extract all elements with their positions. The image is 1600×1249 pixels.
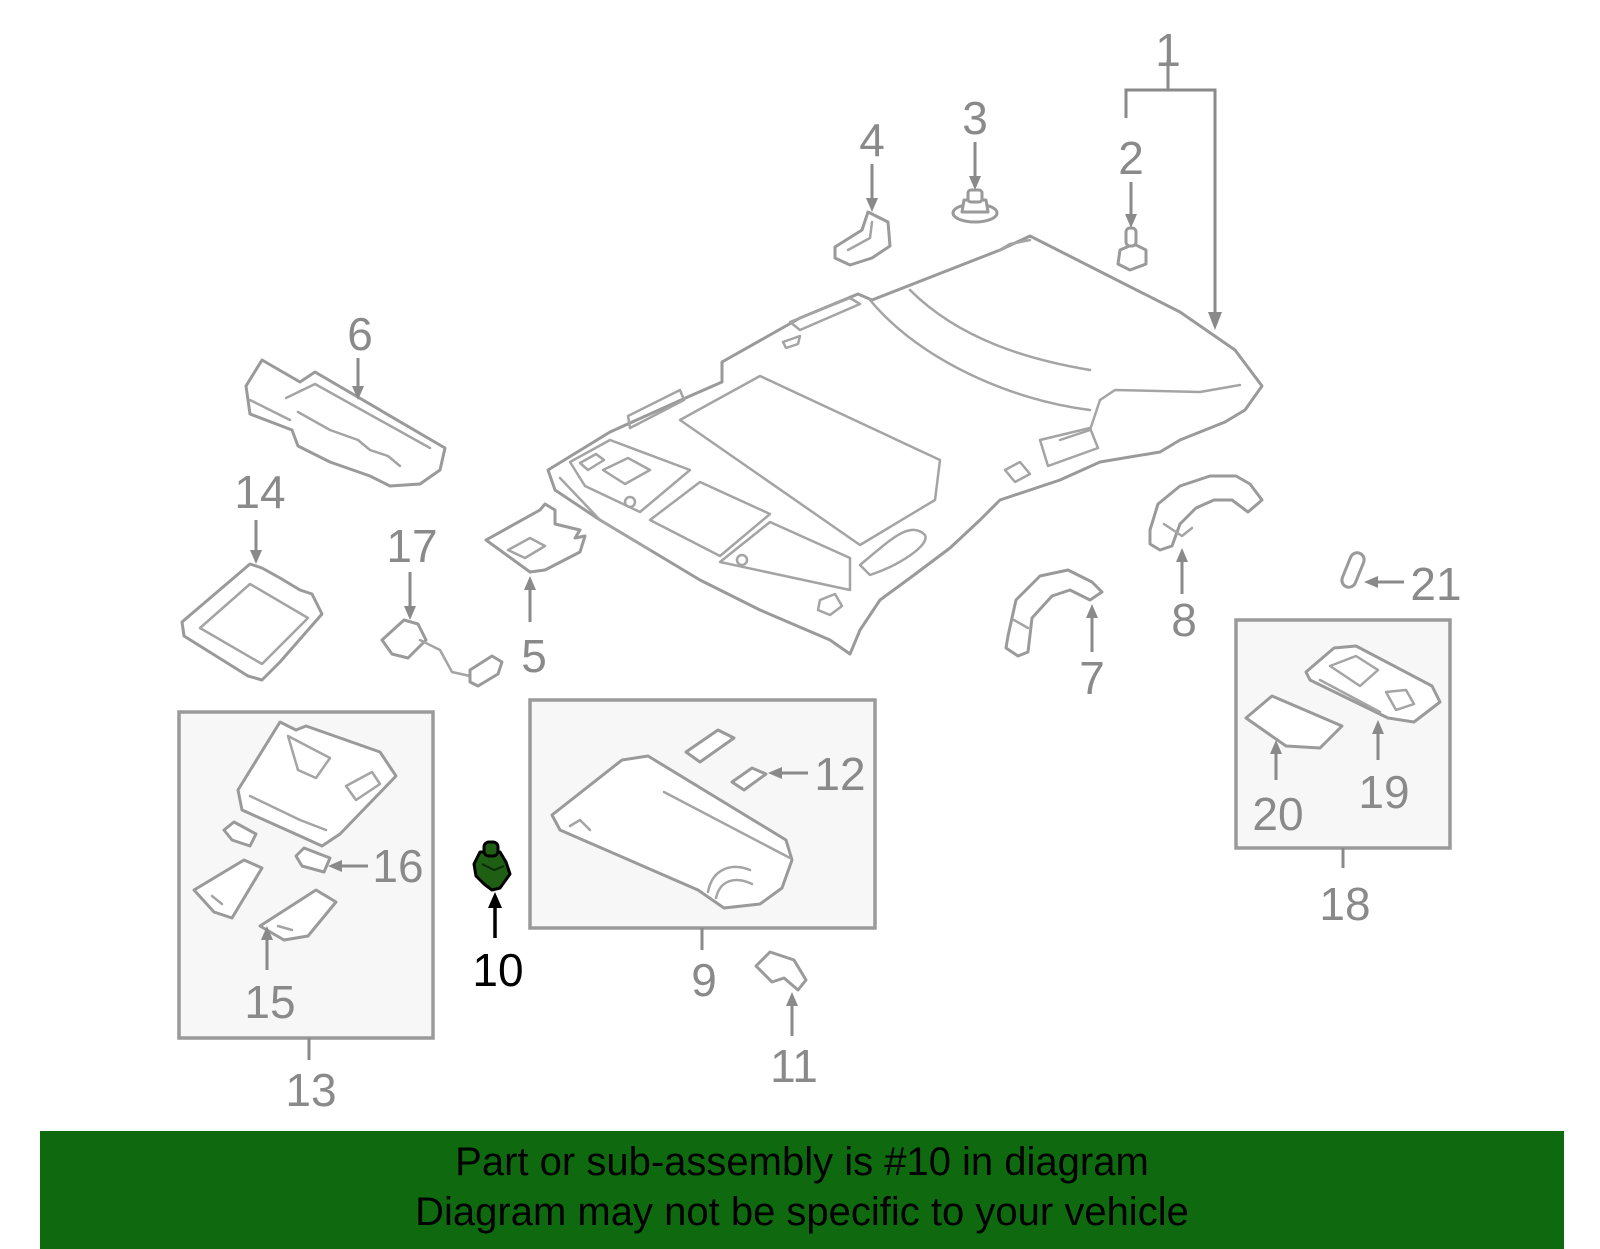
callout-21: 21 (1410, 558, 1461, 610)
part-7-handle[interactable] (1004, 568, 1104, 658)
part-13-map-lamp[interactable] (236, 720, 398, 848)
callout-12: 12 (814, 748, 865, 800)
leader-2 (1125, 182, 1137, 228)
leader-12 (768, 767, 808, 779)
callout-9: 9 (691, 954, 717, 1006)
part-17-harness[interactable] (380, 618, 504, 688)
leader-20 (1270, 740, 1282, 780)
leader-8 (1176, 548, 1188, 594)
callout-14: 14 (234, 466, 285, 518)
leader-7 (1086, 604, 1098, 652)
part-9-sun-visor[interactable] (550, 754, 794, 910)
leader-5 (524, 576, 536, 622)
callout-17: 17 (386, 520, 437, 572)
part-21-bulb[interactable] (1340, 551, 1366, 590)
part-8-handle[interactable] (1148, 474, 1264, 552)
part-1-headliner[interactable] (546, 234, 1264, 656)
callout-10: 10 (472, 944, 523, 996)
banner-line-1: Part or sub-assembly is #10 in diagram (455, 1140, 1149, 1184)
info-banner: Part or sub-assembly is #10 in diagram D… (40, 1131, 1564, 1249)
part-4-bracket[interactable] (833, 210, 892, 267)
part-19-lamp[interactable] (1304, 644, 1442, 724)
part-2-clip[interactable] (1116, 226, 1148, 272)
leader-15 (261, 926, 273, 970)
part-6-pad[interactable] (244, 358, 447, 488)
part-16-lens[interactable] (222, 820, 332, 874)
callout-16: 16 (372, 840, 423, 892)
callout-20: 20 (1252, 788, 1303, 840)
callout-8: 8 (1171, 594, 1197, 646)
leader-17 (404, 572, 416, 620)
leader-16 (328, 860, 368, 872)
leader-6 (352, 358, 364, 400)
part-12-lens[interactable] (684, 728, 768, 792)
leader-21 (1364, 576, 1404, 588)
callout-11: 11 (770, 1040, 818, 1092)
part-3-clip[interactable] (951, 188, 999, 224)
part-15-lens-cover[interactable] (192, 858, 338, 942)
part-14-lamp-lens[interactable] (180, 562, 324, 682)
leader-11 (786, 992, 798, 1036)
banner-line-2: Diagram may not be specific to your vehi… (415, 1190, 1189, 1234)
leader-14 (250, 520, 262, 564)
callout-5: 5 (521, 630, 547, 682)
callout-2: 2 (1118, 132, 1144, 184)
leader-1 (1124, 60, 1222, 330)
part-10-highlighted[interactable] (472, 840, 512, 892)
part-20-lens[interactable] (1244, 694, 1344, 750)
callout-13: 13 (285, 1064, 336, 1116)
callout-1: 1 (1155, 24, 1181, 76)
part-11-hook[interactable] (754, 950, 808, 992)
callout-18: 18 (1319, 878, 1370, 930)
leader-4 (866, 164, 878, 212)
part-5-bracket[interactable] (484, 502, 587, 574)
callout-3: 3 (962, 92, 988, 144)
callout-7: 7 (1079, 652, 1105, 704)
leader-19 (1372, 720, 1384, 760)
callout-6: 6 (347, 308, 373, 360)
callout-4: 4 (859, 114, 885, 166)
leader-10 (488, 892, 502, 938)
leader-3 (969, 142, 981, 190)
callout-19: 19 (1358, 766, 1409, 818)
callout-15: 15 (244, 976, 295, 1028)
